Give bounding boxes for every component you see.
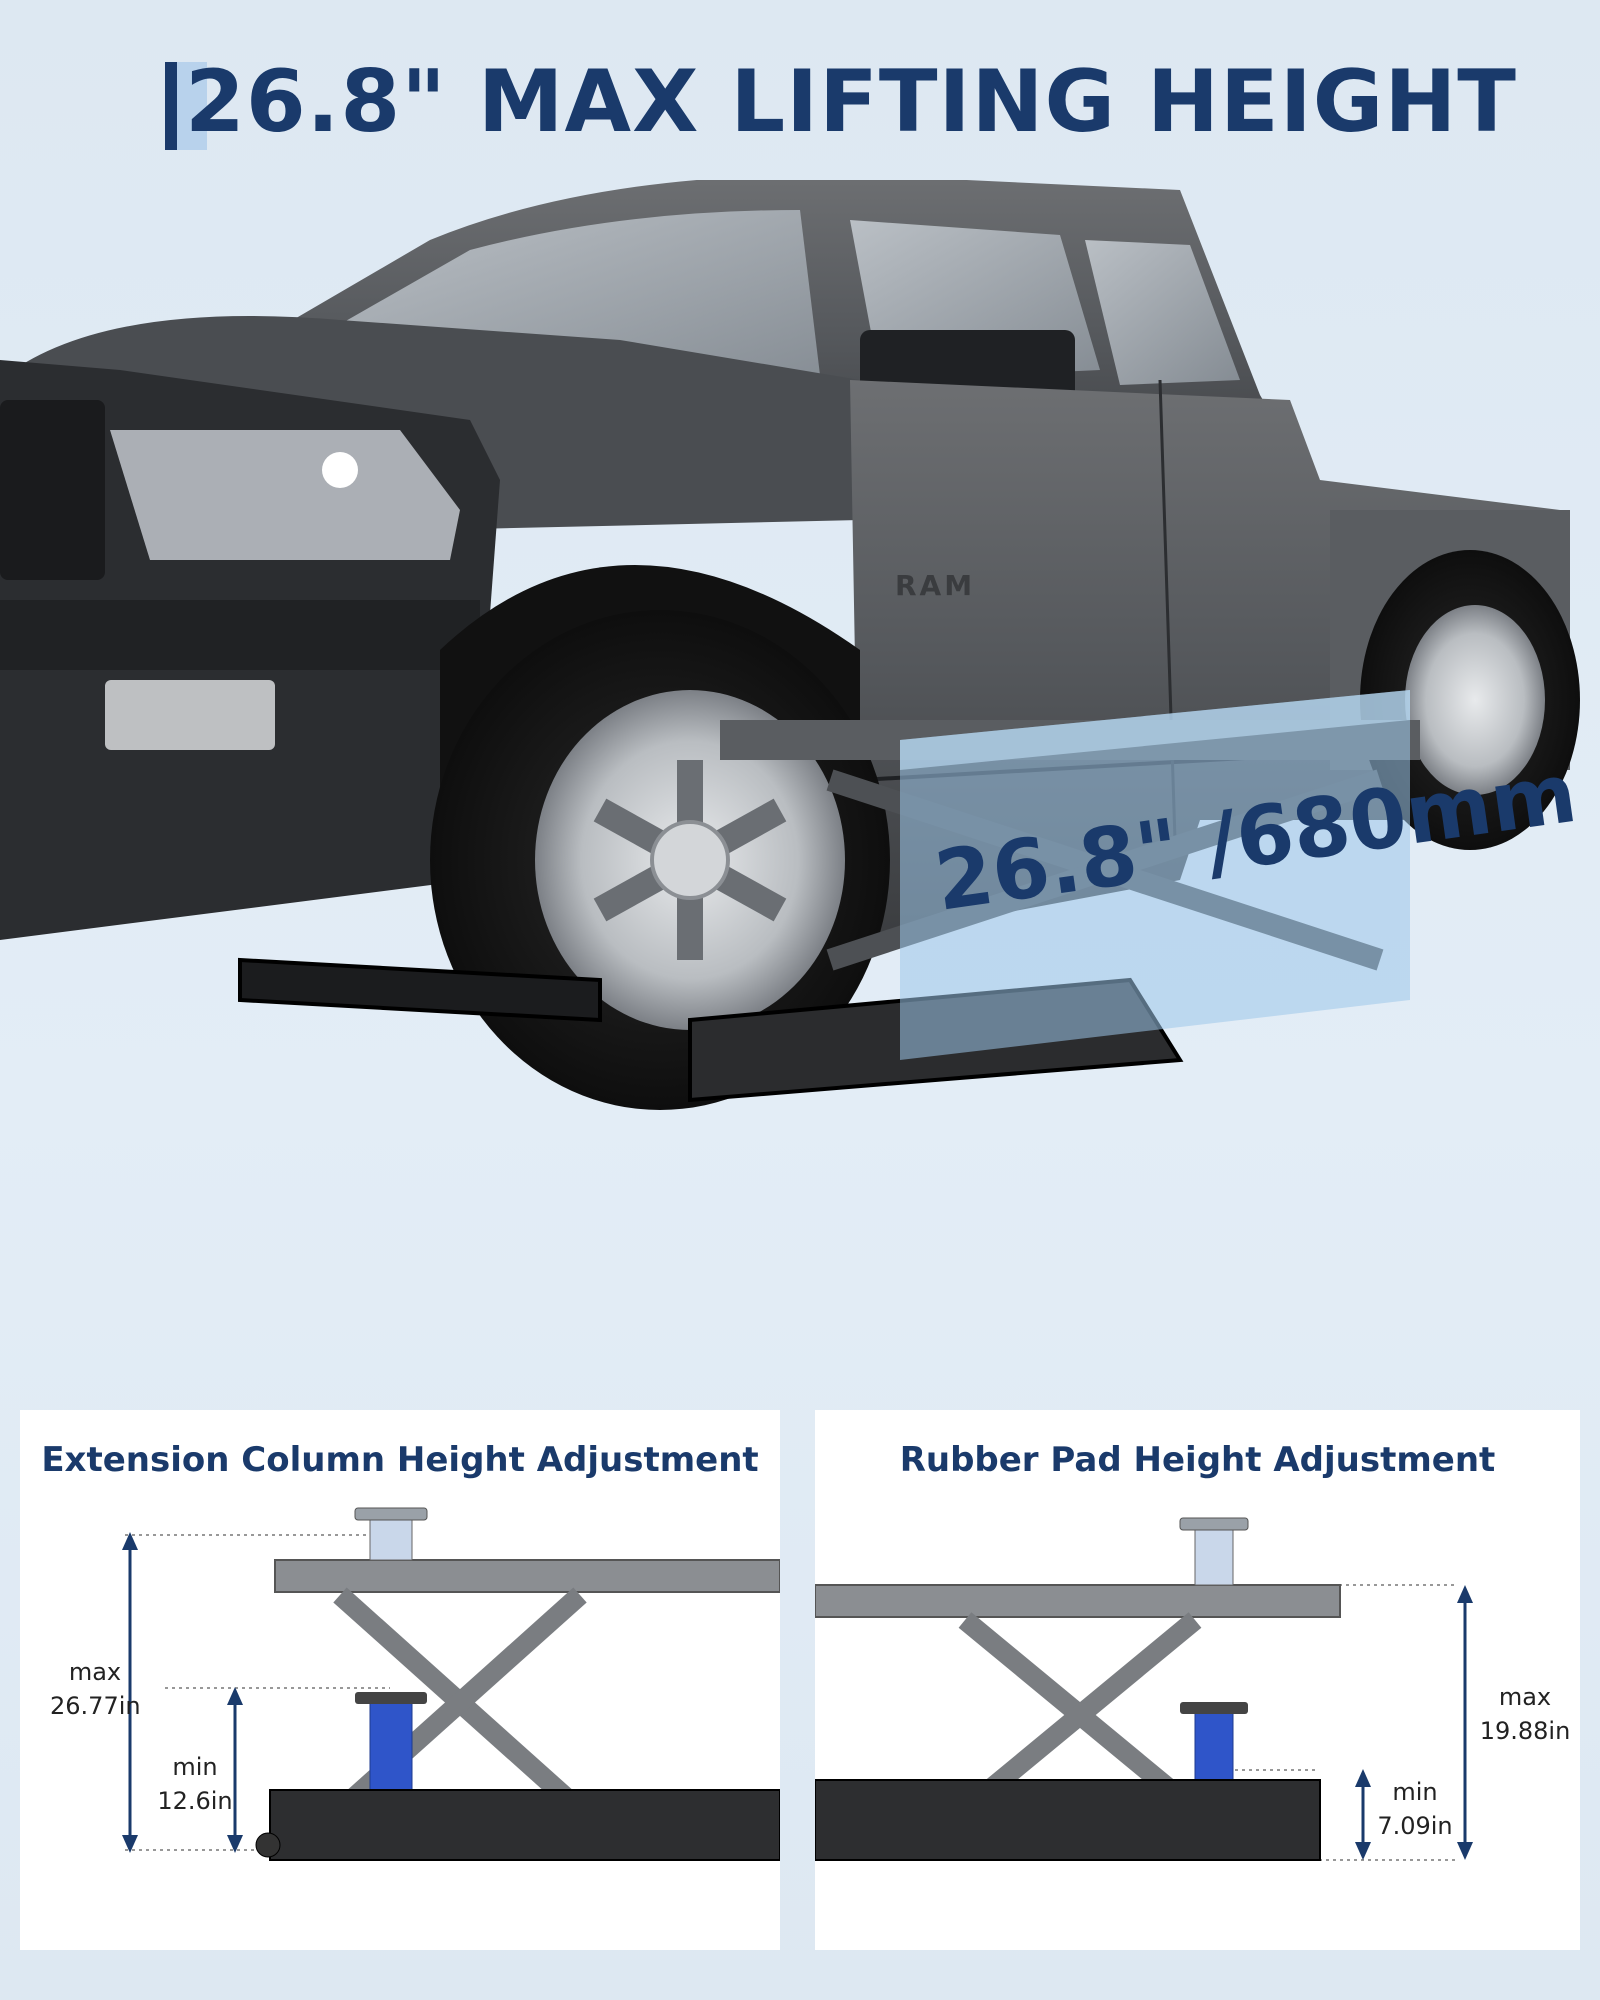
extension-column-min xyxy=(369,1699,413,1796)
extension-column-panel: Extension Column Height Adjustment xyxy=(20,1410,780,1950)
page-title: 26.8" MAX LIFTING HEIGHT xyxy=(185,52,1517,152)
hub-cap xyxy=(650,820,730,900)
rubber-pad-column-min xyxy=(1194,1709,1234,1781)
grille xyxy=(0,400,105,580)
column-pad-max xyxy=(354,1507,428,1521)
rear-side-window xyxy=(1085,240,1240,385)
height-overlay-box xyxy=(900,690,1410,1060)
extension-column-title: Extension Column Height Adjustment xyxy=(41,1440,759,1480)
max-value-text: 26.77in xyxy=(50,1692,141,1720)
headlight xyxy=(110,430,460,560)
rubber-pad-diagram xyxy=(815,1517,1473,1861)
lift-top-deck xyxy=(815,1584,1341,1618)
extension-column-diagram xyxy=(122,1507,780,1861)
min-label-text: min xyxy=(1392,1778,1438,1806)
truck-on-lift-illustration: RAM xyxy=(0,174,1582,1110)
min-value-text: 12.6in xyxy=(157,1787,233,1815)
fog-light xyxy=(105,680,275,750)
headlight-lamp xyxy=(322,452,358,488)
min-height-arrow xyxy=(1355,1769,1371,1860)
min-height-label: min 12.6in xyxy=(150,1750,240,1818)
height-overlay-top xyxy=(900,690,1410,770)
rubber-pad-min xyxy=(1180,1702,1248,1714)
max-height-label: max 19.88in xyxy=(1470,1680,1580,1748)
max-value-text: 19.88in xyxy=(1479,1717,1571,1745)
scissor-linkage xyxy=(958,1612,1202,1818)
max-height-arrow xyxy=(1457,1585,1473,1860)
lift-base-frame xyxy=(269,1789,780,1861)
lift-base-frame xyxy=(815,1779,1321,1861)
rear-wheel-rim xyxy=(1405,605,1545,795)
min-label-text: min xyxy=(172,1753,218,1781)
hero-illustration: RAM xyxy=(0,174,1600,1370)
base-wheel xyxy=(255,1832,281,1858)
lift-top-deck xyxy=(274,1559,780,1593)
max-label-text: max xyxy=(1498,1683,1552,1711)
column-pad-min xyxy=(355,1692,427,1704)
extension-column-max xyxy=(369,1514,413,1561)
title-accent-bar xyxy=(165,62,177,150)
front-bumper xyxy=(0,600,480,670)
rubber-pad-panel: Rubber Pad Height Adjustment xyxy=(815,1410,1580,1950)
front-ramp-base xyxy=(238,957,602,1023)
truck-badge: RAM xyxy=(895,569,975,602)
min-height-arrow xyxy=(227,1687,243,1853)
title-accent-highlight xyxy=(177,62,207,150)
rubber-pad-max xyxy=(1179,1517,1249,1531)
max-height-arrow xyxy=(122,1532,138,1853)
rubber-pad-column-max xyxy=(1194,1524,1234,1586)
min-height-label: min 7.09in xyxy=(1365,1775,1465,1843)
max-label-text: max xyxy=(68,1658,122,1686)
max-height-label: max 26.77in xyxy=(50,1655,141,1723)
rubber-pad-title: Rubber Pad Height Adjustment xyxy=(899,1440,1496,1480)
min-value-text: 7.09in xyxy=(1377,1812,1453,1840)
reference-lines xyxy=(125,1534,390,1851)
